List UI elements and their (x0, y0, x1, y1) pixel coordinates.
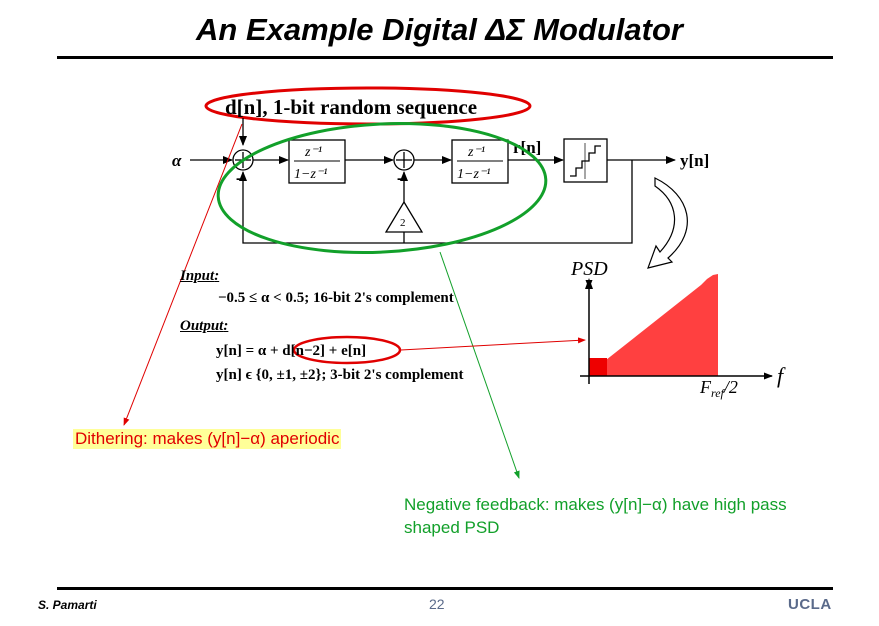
error-term-highlight (292, 335, 402, 365)
output-y: y[n] (680, 151, 709, 170)
psd-highpass-fill (590, 274, 718, 376)
input-heading: Input: (180, 268, 220, 284)
bottom-rule (57, 587, 833, 590)
integrator-block-2: z⁻¹ 1−z⁻¹ (451, 139, 509, 184)
output-equation: y[n] = α + d[n−2] + e[n] (216, 343, 367, 359)
summer2-minus: - (397, 170, 402, 186)
input-alpha: α (172, 151, 182, 170)
integrator1-numerator: z⁻¹ (304, 145, 322, 160)
frequency-axis-label: f (777, 363, 786, 388)
curved-hollow-arrow (647, 177, 688, 269)
top-rule (57, 56, 833, 59)
dither-label: d[n], 1-bit random sequence (225, 95, 477, 119)
slide-title: An Example Digital ΔΣ Modulator (196, 12, 683, 47)
r-signal-label: r[n] (513, 138, 541, 157)
summing-junction-2 (393, 149, 415, 171)
integrator1-denominator: 1−z⁻¹ (294, 167, 327, 182)
author-name: S. Pamarti (38, 598, 97, 612)
integrator-block-1: z⁻¹ 1−z⁻¹ (288, 139, 346, 184)
integrator2-numerator: z⁻¹ (467, 145, 485, 160)
output-heading: Output: (180, 318, 229, 334)
summer1-minus: - (236, 170, 241, 186)
dither-note: Dithering: makes (y[n]−α) aperiodic (73, 429, 342, 449)
output-range: y[n] ϵ {0, ±1, ±2}; 3-bit 2's complement (216, 367, 464, 383)
psd-axis-label: PSD (570, 258, 608, 280)
quantizer-block (563, 138, 608, 183)
integrator2-denominator: 1−z⁻¹ (457, 167, 490, 182)
gain-value: 2 (400, 217, 406, 229)
psd-dc-component (589, 358, 607, 376)
ucla-logo: UCLA (788, 596, 832, 613)
feedback-note: Negative feedback: makes (y[n]−α) have h… (404, 495, 787, 537)
input-spec-line: −0.5 ≤ α < 0.5; 16-bit 2's complement (218, 290, 454, 306)
feedback-highlight-ellipse (216, 122, 548, 254)
fref-tick-label: Fref/2 (699, 377, 738, 400)
gain-block: 2 (384, 200, 424, 233)
psd-plot (580, 274, 773, 384)
page-number: 22 (429, 596, 445, 612)
